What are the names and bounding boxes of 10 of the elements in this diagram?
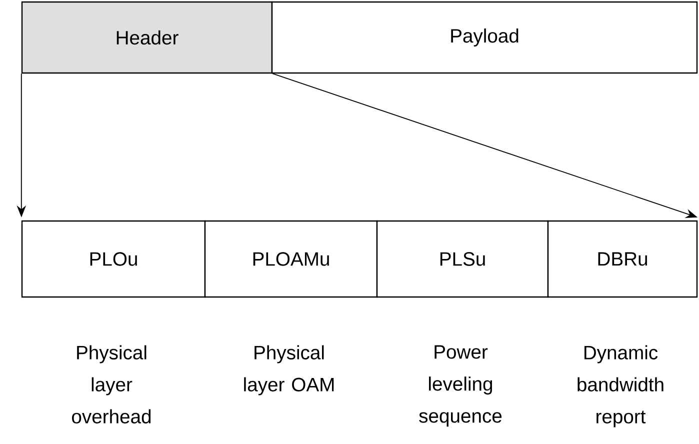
- frame-field-box: DBRu: [547, 220, 698, 298]
- field-description: Physical layer overhead: [72, 345, 151, 424]
- field-description: Physical layer OAM: [244, 345, 334, 396]
- frame-field-box: PLOAMu: [204, 220, 378, 298]
- frame-field-box: PLSu: [376, 220, 549, 298]
- header-field-box: Header: [21, 1, 273, 74]
- payload-field-box: Payload: [271, 1, 698, 74]
- frame-field-box: PLOu: [21, 220, 206, 298]
- field-description: Power leveling sequence: [419, 345, 502, 427]
- field-description: Dynamic bandwidth report: [578, 345, 664, 428]
